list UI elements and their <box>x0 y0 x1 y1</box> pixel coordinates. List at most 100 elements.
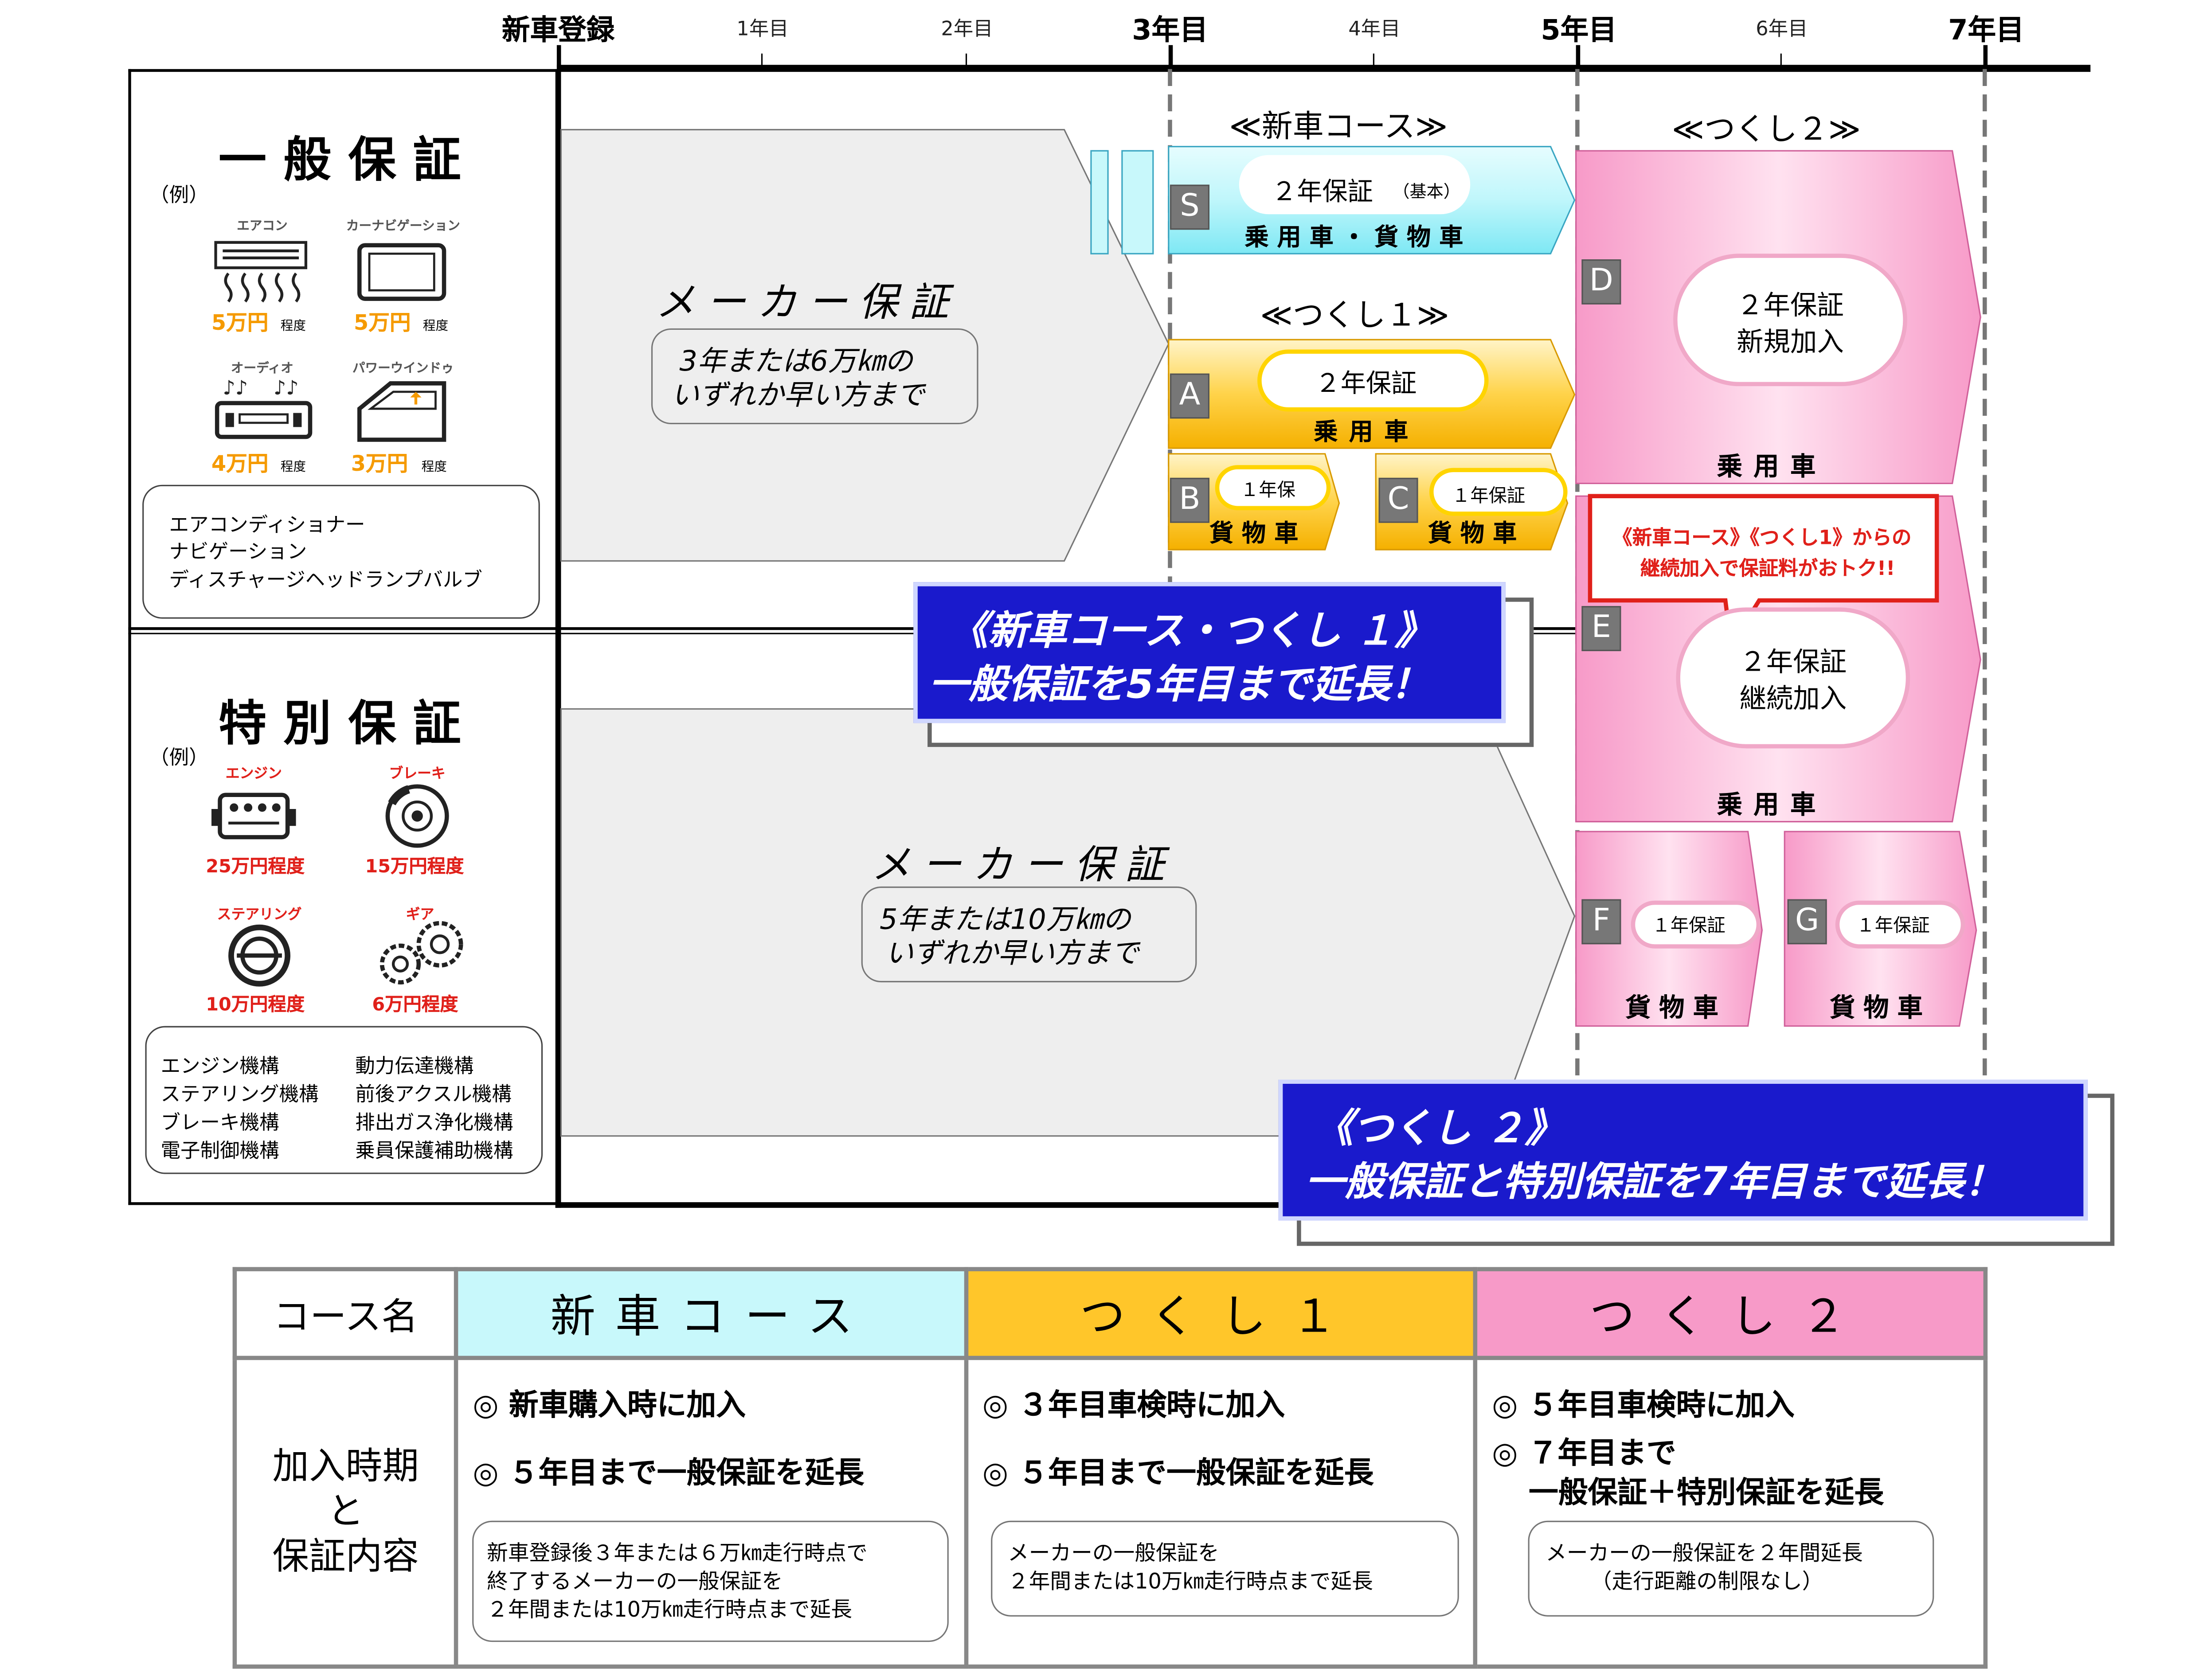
steering-icon <box>228 924 290 987</box>
plan-g-label: １年保証 <box>1856 916 1930 938</box>
special-item-name: ステアリング <box>217 907 302 923</box>
table-cell-shinsha: ◎ 新車購入時に加入 ◎ ５年目まで一般保証を延長 新車登録後３年または６万㎞走… <box>454 1356 969 1669</box>
promo2-line1: 《つくし ２》 <box>1314 1105 1565 1152</box>
row-label-line: 保証内容 <box>272 1536 419 1579</box>
plan-g-pill <box>1835 900 1965 949</box>
table-cell-tsukushi1: ◎ ３年目車検時に加入 ◎ ５年目まで一般保証を延長 メーカーの一般保証を ２年… <box>964 1356 1478 1669</box>
maker-general-note: いずれか早い方まで <box>671 378 925 412</box>
maker-special-note: 5年または10万㎞の <box>880 902 1131 936</box>
special-part: 前後アクスル機構 <box>355 1084 512 1106</box>
table-header-tsukushi2-text: つくし２ <box>1589 1289 1872 1344</box>
plan-c-pill <box>1429 468 1568 516</box>
promo1-line2: 一般保証を5年目まで延長！ <box>929 661 1430 708</box>
cell-note-box <box>990 1520 1459 1617</box>
promo1-line1: 《新車コース・つくし １》 <box>948 607 1434 654</box>
tsukushi2-header: ≪つくし２≫ <box>1671 113 1861 148</box>
cell-note: メーカーの一般保証を２年間延長 <box>1546 1540 1863 1566</box>
callout-text: 継続加入で保証料がおトク!! <box>1640 558 1895 581</box>
special-item-name: エンジン <box>225 766 282 782</box>
timeline-label-year7: 7年目 <box>1948 12 2024 47</box>
legend-divider <box>128 627 557 634</box>
badge-d: D <box>1581 259 1621 305</box>
plan-e-label: 継続加入 <box>1739 684 1847 715</box>
timeline-label-year5: 5年目 <box>1541 12 1617 47</box>
special-part: 乗員保護補助機構 <box>355 1140 513 1163</box>
plan-e-pill <box>1676 607 1910 749</box>
table-header-shinsha-text: 新車コース <box>550 1289 873 1344</box>
general-item-price: 5万円 <box>354 310 411 336</box>
general-part: ディスチャージヘッドランプバルブ <box>169 569 482 592</box>
cell-note: ２年間または10万㎞走行時点まで延長 <box>487 1597 852 1622</box>
general-warranty-title: 一般保証 <box>218 132 478 189</box>
plan-s-vehicle: 乗用車・貨物車 <box>1244 224 1472 253</box>
car-navigation-icon <box>357 243 446 301</box>
general-item-name: エアコン <box>237 220 288 234</box>
cell-bullet: ◎ ５年目まで一般保証を延長 <box>473 1456 865 1490</box>
plan-d-label: ２年保証 <box>1737 290 1844 321</box>
badge-f: F <box>1581 899 1621 945</box>
plan-s-note: （基本） <box>1393 182 1461 202</box>
badge-e: E <box>1581 606 1621 651</box>
special-parts-box <box>145 1026 543 1174</box>
plan-d-label: 新規加入 <box>1737 327 1844 358</box>
promo2-line2: 一般保証と特別保証を7年目まで延長！ <box>1305 1158 2004 1205</box>
badge-c: C <box>1378 477 1418 523</box>
general-item-price: 5万円 <box>211 310 269 336</box>
special-part: 排出ガス浄化機構 <box>355 1112 513 1135</box>
air-conditioner-icon <box>214 241 308 303</box>
timeline-label-year2: 2年目 <box>941 18 993 41</box>
special-part: ステアリング機構 <box>160 1084 319 1106</box>
general-item-price: 4万円 <box>211 451 269 477</box>
general-item-name: パワーウインドゥ <box>352 362 454 376</box>
tick-3 <box>1168 45 1173 68</box>
plan-g-vehicle: 貨物車 <box>1829 993 1931 1024</box>
cell-bullet: ◎ 新車購入時に加入 <box>473 1388 746 1422</box>
tsukushi1-header: ≪つくし１≫ <box>1260 299 1449 334</box>
special-item-price: 10万円程度 <box>206 995 305 1016</box>
timeline-label-year6: 6年目 <box>1756 18 1808 41</box>
plan-f-vehicle: 貨物車 <box>1625 993 1727 1024</box>
plan-s-pill <box>1239 155 1471 215</box>
special-item-price: 25万円程度 <box>206 857 305 878</box>
plan-e-label: ２年保証 <box>1739 647 1847 678</box>
general-item-name: オーディオ <box>231 362 293 376</box>
general-example-label: （例） <box>149 184 209 207</box>
badge-b: B <box>1170 477 1210 523</box>
plan-c-vehicle: 貨物車 <box>1428 520 1526 548</box>
plan-s-label: ２年保証 <box>1271 177 1373 207</box>
tick-7 <box>1983 45 1988 68</box>
maker-general-note: 3年または6万㎞の <box>679 344 913 378</box>
cell-note: 終了するメーカーの一般保証を <box>487 1568 783 1594</box>
special-item-name: ギア <box>406 907 434 923</box>
general-item-unit: 程度 <box>421 461 447 475</box>
cell-bullet: ◎ ５年目車検時に加入 <box>1492 1388 1795 1422</box>
special-part: 電子制御機構 <box>160 1140 279 1163</box>
plan-f-label: １年保証 <box>1652 916 1726 938</box>
plan-d-vehicle: 乗用車 <box>1717 452 1827 482</box>
cell-note: （走行距離の制限なし） <box>1590 1568 1823 1594</box>
timeline-axis <box>556 65 2091 72</box>
special-example-label: （例） <box>149 747 209 770</box>
cell-note: ２年間または10万㎞走行時点まで延長 <box>1008 1568 1373 1594</box>
plan-a-vehicle: 乗用車 <box>1314 418 1420 447</box>
general-item-price: 3万円 <box>351 451 408 477</box>
special-warranty-title: 特別保証 <box>218 696 478 753</box>
cell-note-box <box>1528 1520 1935 1617</box>
cell-bullet: ◎ ５年目まで一般保証を延長 <box>982 1456 1374 1490</box>
plan-a-label: ２年保証 <box>1315 369 1417 399</box>
special-item-name: ブレーキ <box>389 766 446 782</box>
power-window-icon <box>357 381 446 442</box>
promo-banner-shinsha-tsukushi1: 《新車コース・つくし １》 一般保証を5年目まで延長！ <box>913 582 1506 723</box>
promo-banner-tsukushi2: 《つくし ２》 一般保証と特別保証を7年目まで延長！ <box>1278 1079 2088 1221</box>
cell-bullet: ◎ ７年目まで <box>1492 1436 1676 1470</box>
engine-icon <box>211 793 296 840</box>
plan-a-pill <box>1257 349 1489 412</box>
svg-text:♪♪: ♪♪ <box>223 377 248 399</box>
cell-note: 新車登録後３年または６万㎞走行時点で <box>487 1540 868 1566</box>
table-cell-tsukushi2: ◎ ５年目車検時に加入 ◎ ７年目まで 一般保証＋特別保証を延長 メーカーの一般… <box>1473 1356 1988 1669</box>
general-part: エアコンディショナー <box>169 514 365 537</box>
table-header-tsukushi1-text: つくし１ <box>1080 1289 1362 1344</box>
special-part: ブレーキ機構 <box>160 1112 279 1135</box>
row-label-line: と <box>327 1491 364 1534</box>
general-item-name: カーナビゲーション <box>346 220 460 234</box>
